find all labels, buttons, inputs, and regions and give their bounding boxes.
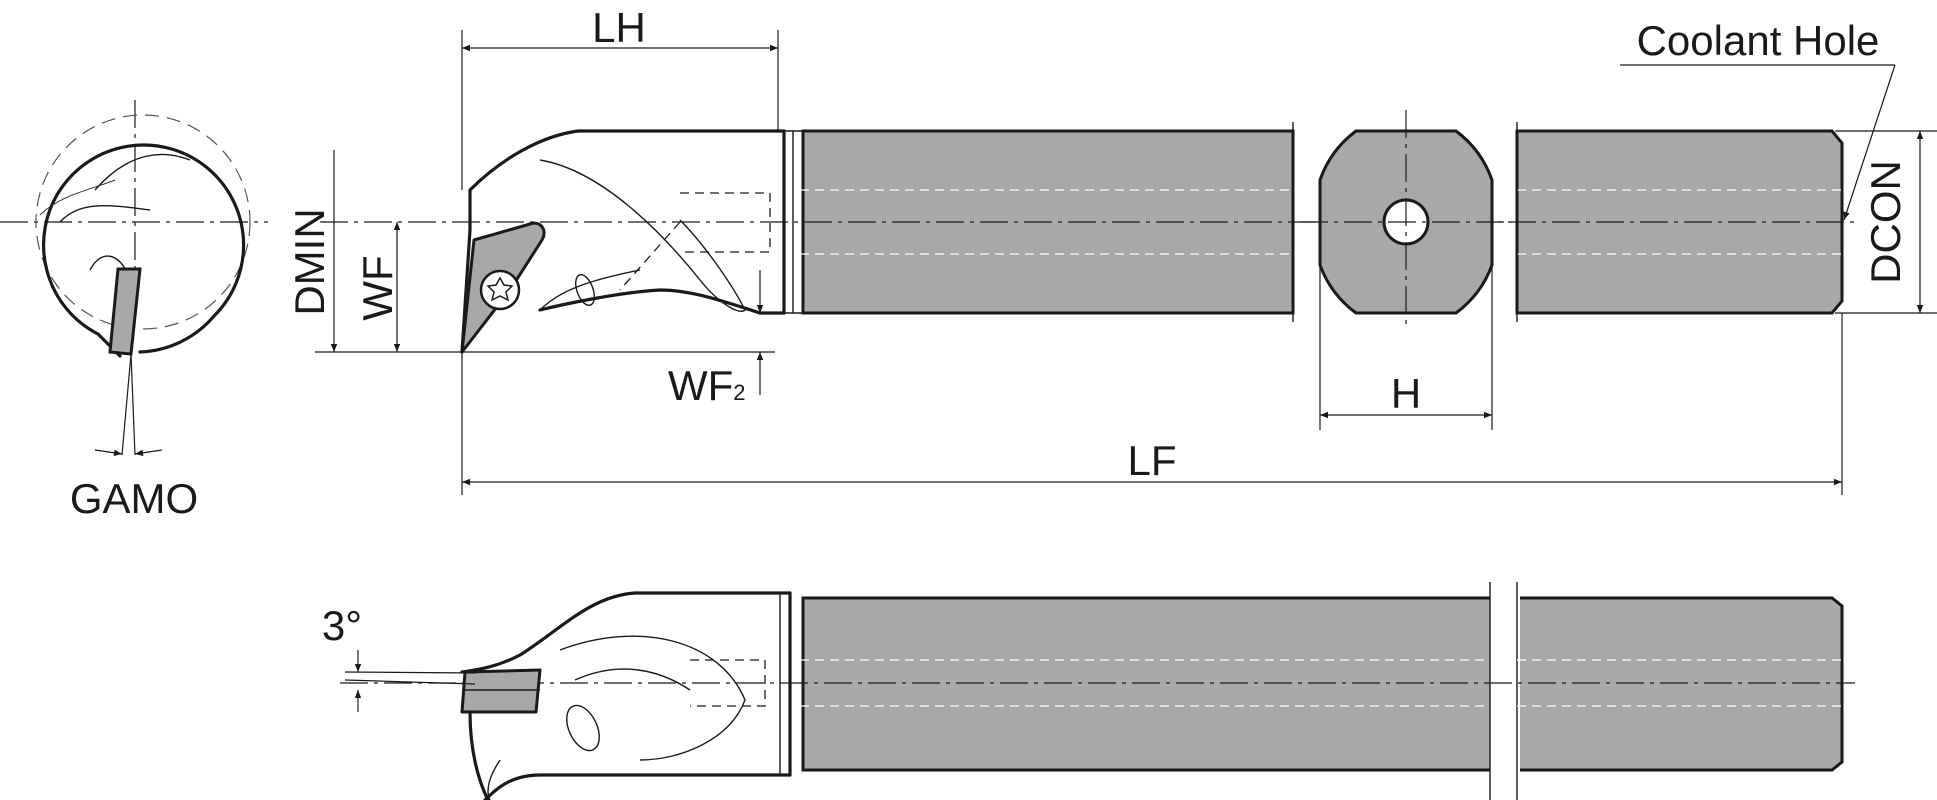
head-hidden-bore: [680, 192, 771, 253]
dcon-label: DCON: [1862, 160, 1909, 284]
end-view-shank-outline: [42, 143, 246, 358]
angle-line: [344, 671, 476, 674]
bottom-shank-section-2: [1515, 596, 1844, 772]
dimensions: LH Coolant Hole DMIN WF WF2 DCON H LF: [286, 4, 1937, 495]
bottom-head-outline-top: [460, 591, 792, 674]
bottom-head-outline-front: [468, 710, 490, 800]
gamo-extension-line-1: [121, 353, 132, 456]
bottom-coolant-outlet: [566, 704, 600, 752]
wf2-label-subscript: 2: [733, 380, 745, 405]
gamo-label: GAMO: [70, 475, 198, 522]
head-contour-1: [539, 159, 746, 312]
gamo-arrow-right: [134, 449, 163, 456]
end-view-swing-circle: [35, 114, 251, 330]
bottom-view: 3°: [322, 582, 1855, 800]
head-coolant-outlet: [575, 274, 595, 306]
bottom-head-contour-2: [574, 668, 691, 691]
end-view-insert: [108, 267, 142, 356]
end-view-contour-2: [59, 205, 151, 223]
end-view-contour-4: [39, 179, 116, 216]
wf2-label: WF2: [668, 362, 746, 409]
bottom-head-outline-bottom: [483, 773, 792, 800]
head-outline-bottom: [538, 288, 786, 315]
bottom-shank-section-1: [801, 596, 1495, 772]
lf-label: LF: [1127, 437, 1176, 484]
head-hidden-channel: [619, 221, 681, 291]
coolant-hole-leader: [1843, 64, 1896, 221]
bottom-break-gap: [1490, 590, 1520, 780]
h-label: H: [1391, 370, 1421, 417]
dmin-label: DMIN: [286, 208, 333, 315]
end-view: GAMO: [0, 100, 268, 522]
bottom-head-hidden-bore: [690, 659, 766, 707]
angle-label: 3°: [322, 602, 362, 649]
torx-icon: [486, 276, 514, 302]
bottom-head-contour-3: [487, 759, 501, 800]
wf2-label-main: WF: [668, 362, 733, 409]
cross-section: [1300, 110, 1512, 330]
lh-label: LH: [592, 4, 646, 51]
coolant-hole-label: Coolant Hole: [1637, 17, 1880, 64]
insert-screw: [479, 269, 521, 311]
bottom-insert: [460, 668, 542, 714]
side-view: [320, 122, 1855, 354]
gamo-arrow-left: [94, 449, 123, 456]
end-view-contour-1: [94, 153, 191, 191]
head-contour-2: [539, 269, 641, 311]
wf-label: WF: [354, 255, 401, 320]
gamo-extension-line-2: [130, 353, 136, 456]
head-outline-top: [460, 129, 786, 354]
bottom-head-contour-1: [559, 635, 746, 761]
angle-reference-line: [344, 679, 476, 685]
